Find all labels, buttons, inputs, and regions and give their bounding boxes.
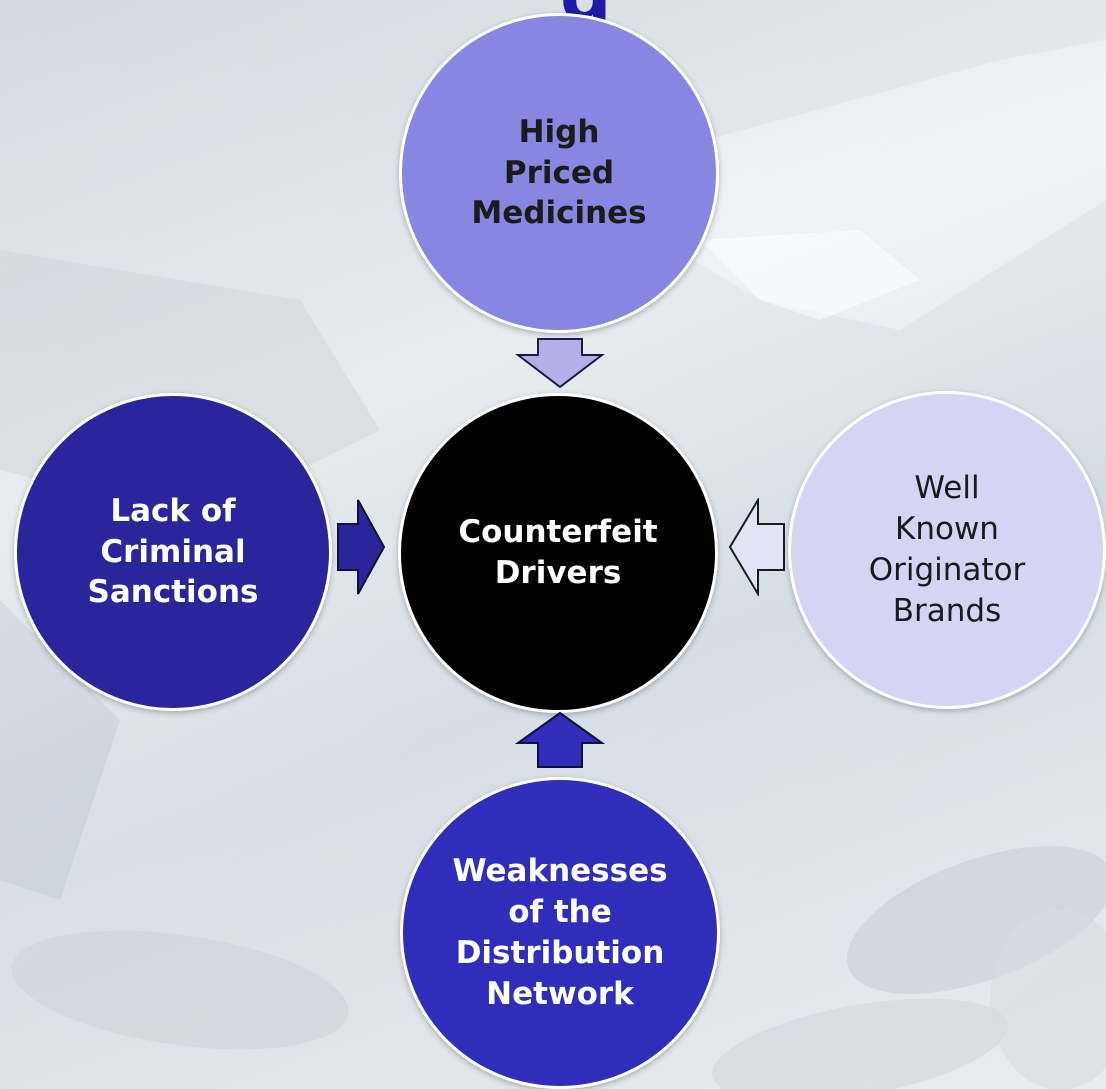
- node-counterfeit-drivers: Counterfeit Drivers: [398, 393, 718, 713]
- arrow-up-icon: [514, 711, 606, 768]
- arrow-right-icon: [337, 499, 386, 595]
- arrow-left-icon: [728, 498, 785, 596]
- node-label: High Priced Medicines: [471, 113, 647, 232]
- center-label: Counterfeit Drivers: [458, 514, 658, 591]
- arrow-down-icon: [515, 338, 605, 389]
- node-label: Weaknesses of the Distribution Network: [452, 853, 668, 1012]
- node-high-priced-medicines: High Priced Medicines: [399, 13, 719, 333]
- node-weaknesses-distribution-network: Weaknesses of the Distribution Network: [400, 777, 720, 1089]
- node-well-known-originator-brands: Well Known Originator Brands: [788, 391, 1106, 709]
- node-label: Well Known Originator Brands: [868, 470, 1026, 629]
- node-label: Lack of Criminal Sanctions: [87, 492, 259, 611]
- node-lack-of-criminal-sanctions: Lack of Criminal Sanctions: [14, 393, 332, 711]
